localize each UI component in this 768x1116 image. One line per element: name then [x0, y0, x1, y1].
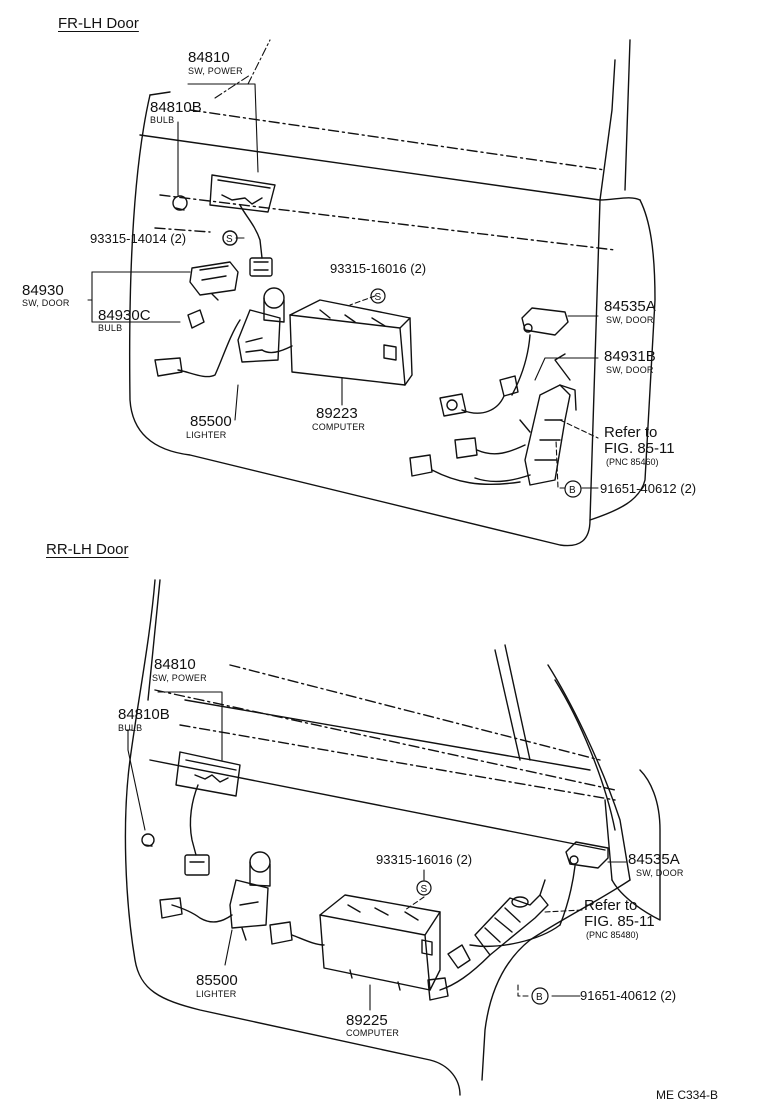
rear-screw2-mark: S: [421, 884, 428, 895]
front-screw2-pn: 93315-16016 (2): [330, 261, 427, 276]
rear-leaders: [125, 691, 627, 1011]
front-door-outline: [128, 39, 656, 547]
front-bolt-mark: B: [569, 485, 576, 496]
front-sw-power-desc: SW, POWER: [188, 66, 243, 76]
rear-screw2-pn: 93315-16016 (2): [376, 852, 473, 867]
rear-door-lock-actuator: [427, 879, 549, 1001]
rear-sw-door-a-pn: 84535A: [628, 851, 680, 868]
front-refer-line1: Refer to: [604, 424, 658, 441]
front-computer: [289, 299, 413, 386]
rear-lighter-pn: 85500: [196, 972, 238, 989]
rear-bulb-b-desc: BULB: [118, 723, 143, 733]
rear-sw-power-pn: 84810: [154, 656, 196, 673]
front-bulb-c-pn: 84930C: [98, 307, 151, 324]
front-refer-line2: FIG. 85-11: [604, 440, 675, 457]
rear-bolt-mark: B: [536, 992, 543, 1003]
front-lighter-pn: 85500: [190, 413, 232, 430]
rear-computer-pn: 89225: [346, 1012, 388, 1029]
front-computer-desc: COMPUTER: [312, 422, 366, 432]
front-bolt-pn: 91651-40612 (2): [600, 481, 697, 496]
front-lighter-desc: LIGHTER: [186, 430, 227, 440]
front-refer-line3: (PNC 85460): [606, 457, 659, 467]
rear-door-outline: [124, 579, 661, 1096]
front-bulb-b-desc: BULB: [150, 115, 175, 125]
front-power-switch: [172, 174, 276, 277]
rear-bulb-b-pn: 84810B: [118, 706, 170, 723]
front-door-lock-actuator: [409, 353, 577, 486]
circle-marks: [370, 288, 582, 1005]
rear-sw-power-desc: SW, POWER: [152, 673, 207, 683]
front-bulb-b-pn: 84810B: [150, 99, 202, 116]
rear-computer-desc: COMPUTER: [346, 1028, 400, 1038]
rear-power-switch: [141, 751, 241, 876]
rear-door-switch-a: [447, 841, 609, 969]
rear-refer-line1: Refer to: [584, 897, 638, 914]
rear-lighter: [159, 851, 271, 941]
front-sw-door-b-desc: SW, DOOR: [606, 365, 654, 375]
front-sw-power-pn: 84810: [188, 49, 230, 66]
front-sw-door-desc: SW, DOOR: [22, 298, 70, 308]
front-computer-pn: 89223: [316, 405, 358, 422]
front-door-switch: S: [187, 230, 239, 329]
rear-refer-line2: FIG. 85-11: [584, 913, 655, 930]
rear-section-title: RR-LH Door: [46, 541, 129, 558]
front-bulb-c-desc: BULB: [98, 323, 123, 333]
rear-refer-line3: (PNC 85480): [586, 930, 639, 940]
rear-computer: [269, 894, 441, 991]
front-screw-pn: 93315-14014 (2): [90, 231, 187, 246]
svg-text:S: S: [226, 234, 233, 245]
front-lighter: [154, 287, 293, 378]
front-sw-door-pn: 84930: [22, 282, 64, 299]
figure-code: ME C334-B: [656, 1088, 719, 1102]
front-door-switch-a: [439, 307, 569, 417]
rear-bolt-pn: 91651-40612 (2): [580, 988, 677, 1003]
front-section-title: FR-LH Door: [58, 15, 139, 32]
rear-lighter-desc: LIGHTER: [196, 989, 237, 999]
rear-sw-door-a-desc: SW, DOOR: [636, 868, 684, 878]
front-sw-door-a-desc: SW, DOOR: [606, 315, 654, 325]
front-sw-door-b-pn: 84931B: [604, 348, 656, 365]
front-sw-door-a-pn: 84535A: [604, 298, 656, 315]
front-screw2-mark: S: [375, 292, 382, 303]
